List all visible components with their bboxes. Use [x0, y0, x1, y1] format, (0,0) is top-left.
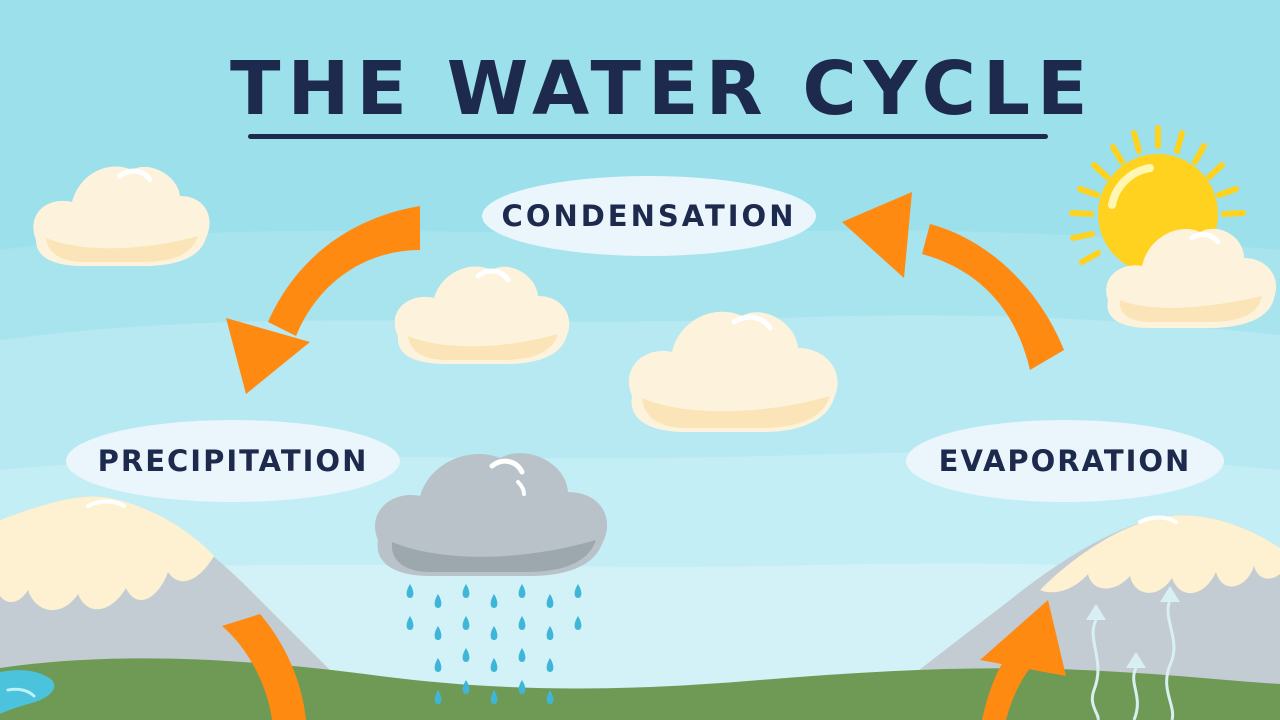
vapor-arrow-icon: [1090, 599, 1176, 720]
label-condensation: CONDENSATION: [482, 176, 816, 256]
raindrop-icon: [518, 616, 526, 630]
rain-drops: [406, 584, 582, 704]
label-evaporation: EVAPORATION: [906, 420, 1224, 502]
raindrop-icon: [434, 690, 442, 704]
label-precipitation-text: PRECIPITATION: [97, 444, 369, 478]
label-condensation-text: CONDENSATION: [501, 199, 797, 233]
raindrop-icon: [546, 658, 554, 672]
curved-arrow-icon: [226, 206, 420, 394]
raindrop-icon: [518, 648, 526, 662]
sun-rays: [1069, 125, 1246, 265]
raindrop-icon: [434, 594, 442, 608]
raindrop-icon: [406, 616, 414, 630]
curved-arrow-icon: [222, 614, 306, 720]
diagram-title: THE WATER CYCLE: [230, 46, 1095, 132]
raindrop-icon: [546, 626, 554, 640]
raindrop-icon: [546, 690, 554, 704]
cloud-icon: [1106, 228, 1277, 328]
raindrop-icon: [518, 680, 526, 694]
cloud-icon: [394, 266, 570, 364]
grass-ground: [0, 658, 1280, 720]
label-precipitation: PRECIPITATION: [66, 420, 400, 502]
raindrop-icon: [406, 584, 414, 598]
raindrop-icon: [574, 616, 582, 630]
raindrop-icon: [434, 626, 442, 640]
raindrop-icon: [490, 594, 498, 608]
raindrop-icon: [462, 616, 470, 630]
raindrop-icon: [462, 584, 470, 598]
raindrop-icon: [462, 680, 470, 694]
raindrop-icon: [546, 594, 554, 608]
raindrop-icon: [490, 658, 498, 672]
raindrop-icon: [518, 584, 526, 598]
raindrop-icon: [574, 584, 582, 598]
title-underline: [248, 134, 1048, 139]
cloud-icon: [628, 311, 838, 432]
label-evaporation-text: EVAPORATION: [938, 444, 1192, 478]
rain-cloud-icon: [374, 453, 608, 576]
vapor-arrow-icon: [1086, 586, 1180, 668]
raindrop-icon: [462, 648, 470, 662]
cloud-icon: [33, 166, 210, 266]
mountain-right: [880, 515, 1280, 700]
raindrop-icon: [490, 626, 498, 640]
raindrop-icon: [434, 658, 442, 672]
raindrop-icon: [490, 690, 498, 704]
curved-arrow-icon: [842, 192, 1064, 370]
curved-arrow-icon: [980, 600, 1066, 720]
